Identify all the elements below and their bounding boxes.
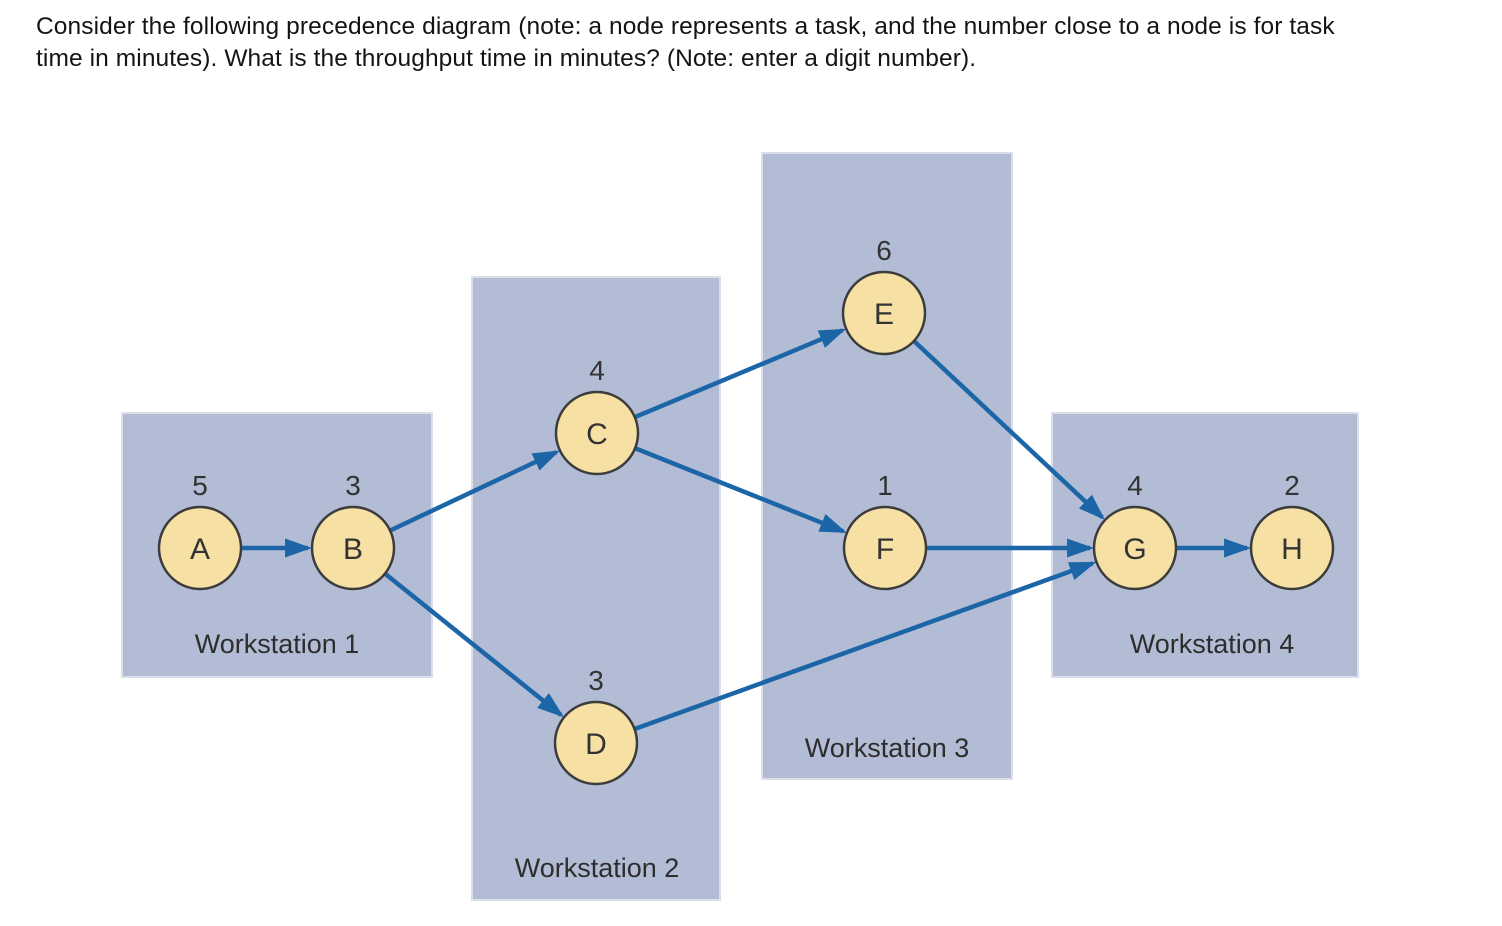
task-time-H: 2 [1284,470,1300,501]
task-node-C [554,390,640,476]
task-time-G: 4 [1127,470,1143,501]
task-label-A: A [190,533,210,566]
task-label-G: G [1123,533,1146,566]
question-line-1: Consider the following precedence diagra… [36,13,1335,40]
question-text: Consider the following precedence diagra… [36,11,1335,75]
task-time-C: 4 [589,355,605,386]
task-node-H [1249,505,1335,591]
task-time-F: 1 [877,470,893,501]
precedence-arrow-E-G [910,338,1106,521]
precedence-arrow-B-D [382,570,565,718]
task-node-A [157,505,243,591]
task-time-B: 3 [345,470,361,501]
task-label-D: D [585,728,607,761]
workstation-label-2: Workstation 2 [515,853,680,883]
question-line-2: time in minutes). What is the throughput… [36,45,977,72]
task-node-B [310,505,396,591]
task-node-F [842,505,928,591]
task-label-C: C [586,418,608,451]
workstation-label-1: Workstation 1 [195,629,360,659]
precedence-arrow-C-F [632,445,847,534]
task-label-B: B [343,533,363,566]
precedence-arrow-D-G [631,561,1097,732]
workstation-label-3: Workstation 3 [805,733,970,763]
task-label-H: H [1281,533,1303,566]
workstation-label-4: Workstation 4 [1130,629,1295,659]
task-node-E [841,270,927,356]
task-label-F: F [876,533,894,566]
precedence-arrow-B-C [387,450,560,534]
precedence-arrow-C-E [632,328,847,421]
workstation-box-3 [761,152,1013,780]
workstation-box-2 [471,276,721,901]
task-time-A: 5 [192,470,208,501]
task-node-G [1092,505,1178,591]
task-time-D: 3 [588,665,604,696]
task-time-E: 6 [876,235,892,266]
task-node-D [553,700,639,786]
task-label-E: E [874,298,894,331]
